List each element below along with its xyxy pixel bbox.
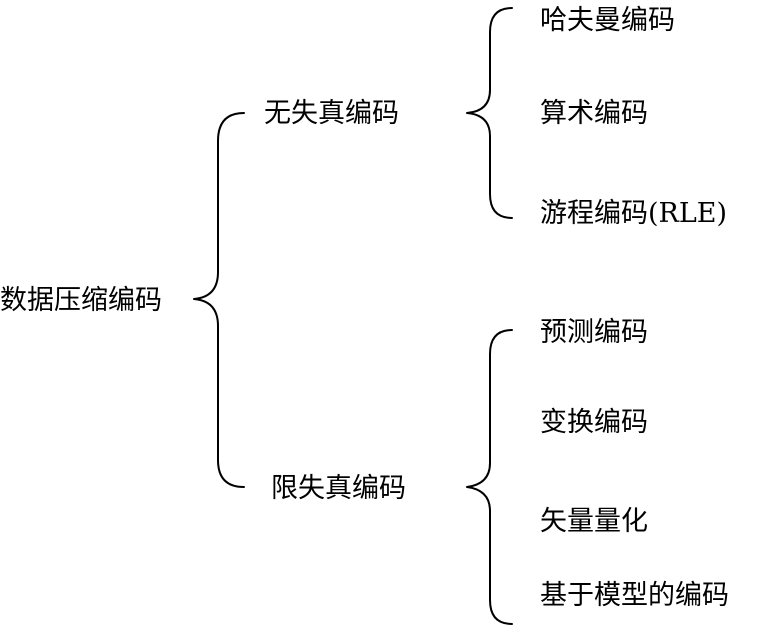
- lossless-brace: [466, 7, 513, 219]
- leaf-vector-quantization: 矢量量化: [540, 506, 648, 537]
- lossy-brace: [466, 329, 513, 625]
- leaf-predictive: 预测编码: [540, 317, 648, 348]
- leaf-transform: 变换编码: [540, 407, 648, 438]
- branch-label-lossless: 无失真编码: [264, 98, 399, 129]
- leaf-huffman: 哈夫曼编码: [540, 5, 675, 36]
- root-label: 数据压缩编码: [0, 285, 162, 316]
- leaf-model-based: 基于模型的编码: [540, 580, 729, 611]
- branch-label-lossy: 限失真编码: [271, 473, 406, 504]
- root-brace: [193, 112, 245, 488]
- leaf-arithmetic: 算术编码: [540, 98, 648, 129]
- leaf-rle: 游程编码(RLE): [540, 198, 727, 229]
